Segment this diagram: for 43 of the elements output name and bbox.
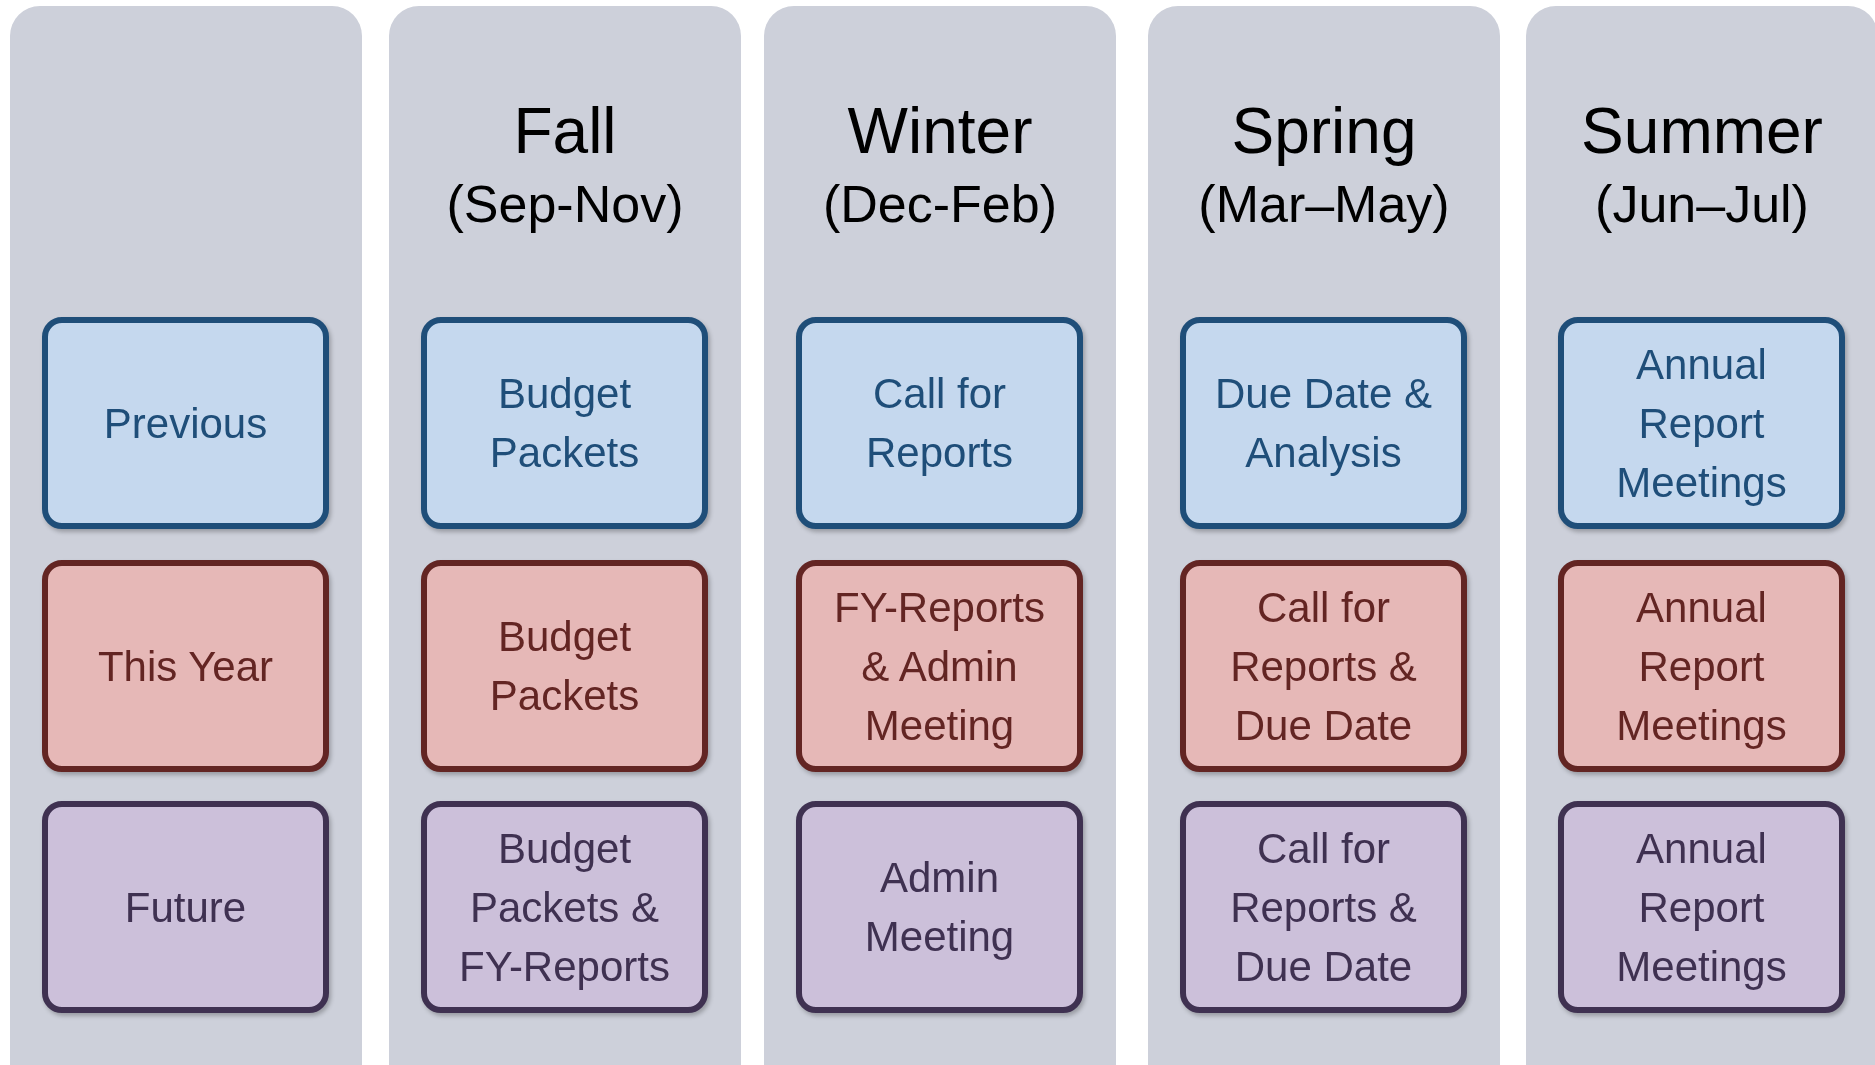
- season-column: [1148, 6, 1500, 1065]
- season-heading: Spring: [1230, 94, 1418, 168]
- month-range: (Dec-Feb): [822, 174, 1058, 234]
- task-box: [42, 317, 329, 529]
- task-box: [1180, 317, 1467, 529]
- month-range: (Mar–May): [1197, 174, 1451, 234]
- task-box: [1558, 560, 1845, 772]
- task-text: Budget Packets: [488, 369, 641, 478]
- task-box: [1180, 560, 1467, 772]
- task-text: Previous: [103, 398, 268, 449]
- task-text: This Year: [97, 641, 274, 692]
- season-column: [10, 6, 362, 1065]
- task-text: Annual Report Meetings: [1615, 339, 1788, 508]
- season-heading: Winter: [846, 94, 1034, 168]
- task-box: [796, 317, 1083, 529]
- task-text: Annual Report Meetings: [1615, 582, 1788, 751]
- season-column: [1526, 6, 1875, 1065]
- task-text: Due Date & Analysis: [1213, 369, 1434, 478]
- task-box: [421, 317, 708, 529]
- task-box: [1558, 317, 1845, 529]
- task-box: [796, 560, 1083, 772]
- task-text: Future: [124, 882, 247, 933]
- month-range: (Sep-Nov): [445, 174, 685, 234]
- season-column: [389, 6, 741, 1065]
- task-box: [42, 560, 329, 772]
- task-box: [421, 560, 708, 772]
- task-box: [42, 801, 329, 1013]
- season-heading: Summer: [1580, 94, 1824, 168]
- season-heading: Fall: [512, 94, 618, 168]
- task-text: Budget Packets: [488, 612, 641, 721]
- task-text: Call for Reports & Due Date: [1229, 582, 1418, 751]
- task-text: Annual Report Meetings: [1615, 823, 1788, 992]
- task-box: [1558, 801, 1845, 1013]
- task-text: Budget Packets & FY-Reports: [458, 823, 671, 992]
- season-column: [764, 6, 1116, 1065]
- task-text: Admin Meeting: [863, 853, 1016, 962]
- task-text: Call for Reports & Due Date: [1229, 823, 1418, 992]
- task-text: Call for Reports: [864, 369, 1015, 478]
- task-box: [421, 801, 708, 1013]
- task-box: [1180, 801, 1467, 1013]
- month-range: (Jun–Jul): [1594, 174, 1810, 234]
- task-text: FY-Reports & Admin Meeting: [833, 582, 1046, 751]
- task-box: [796, 801, 1083, 1013]
